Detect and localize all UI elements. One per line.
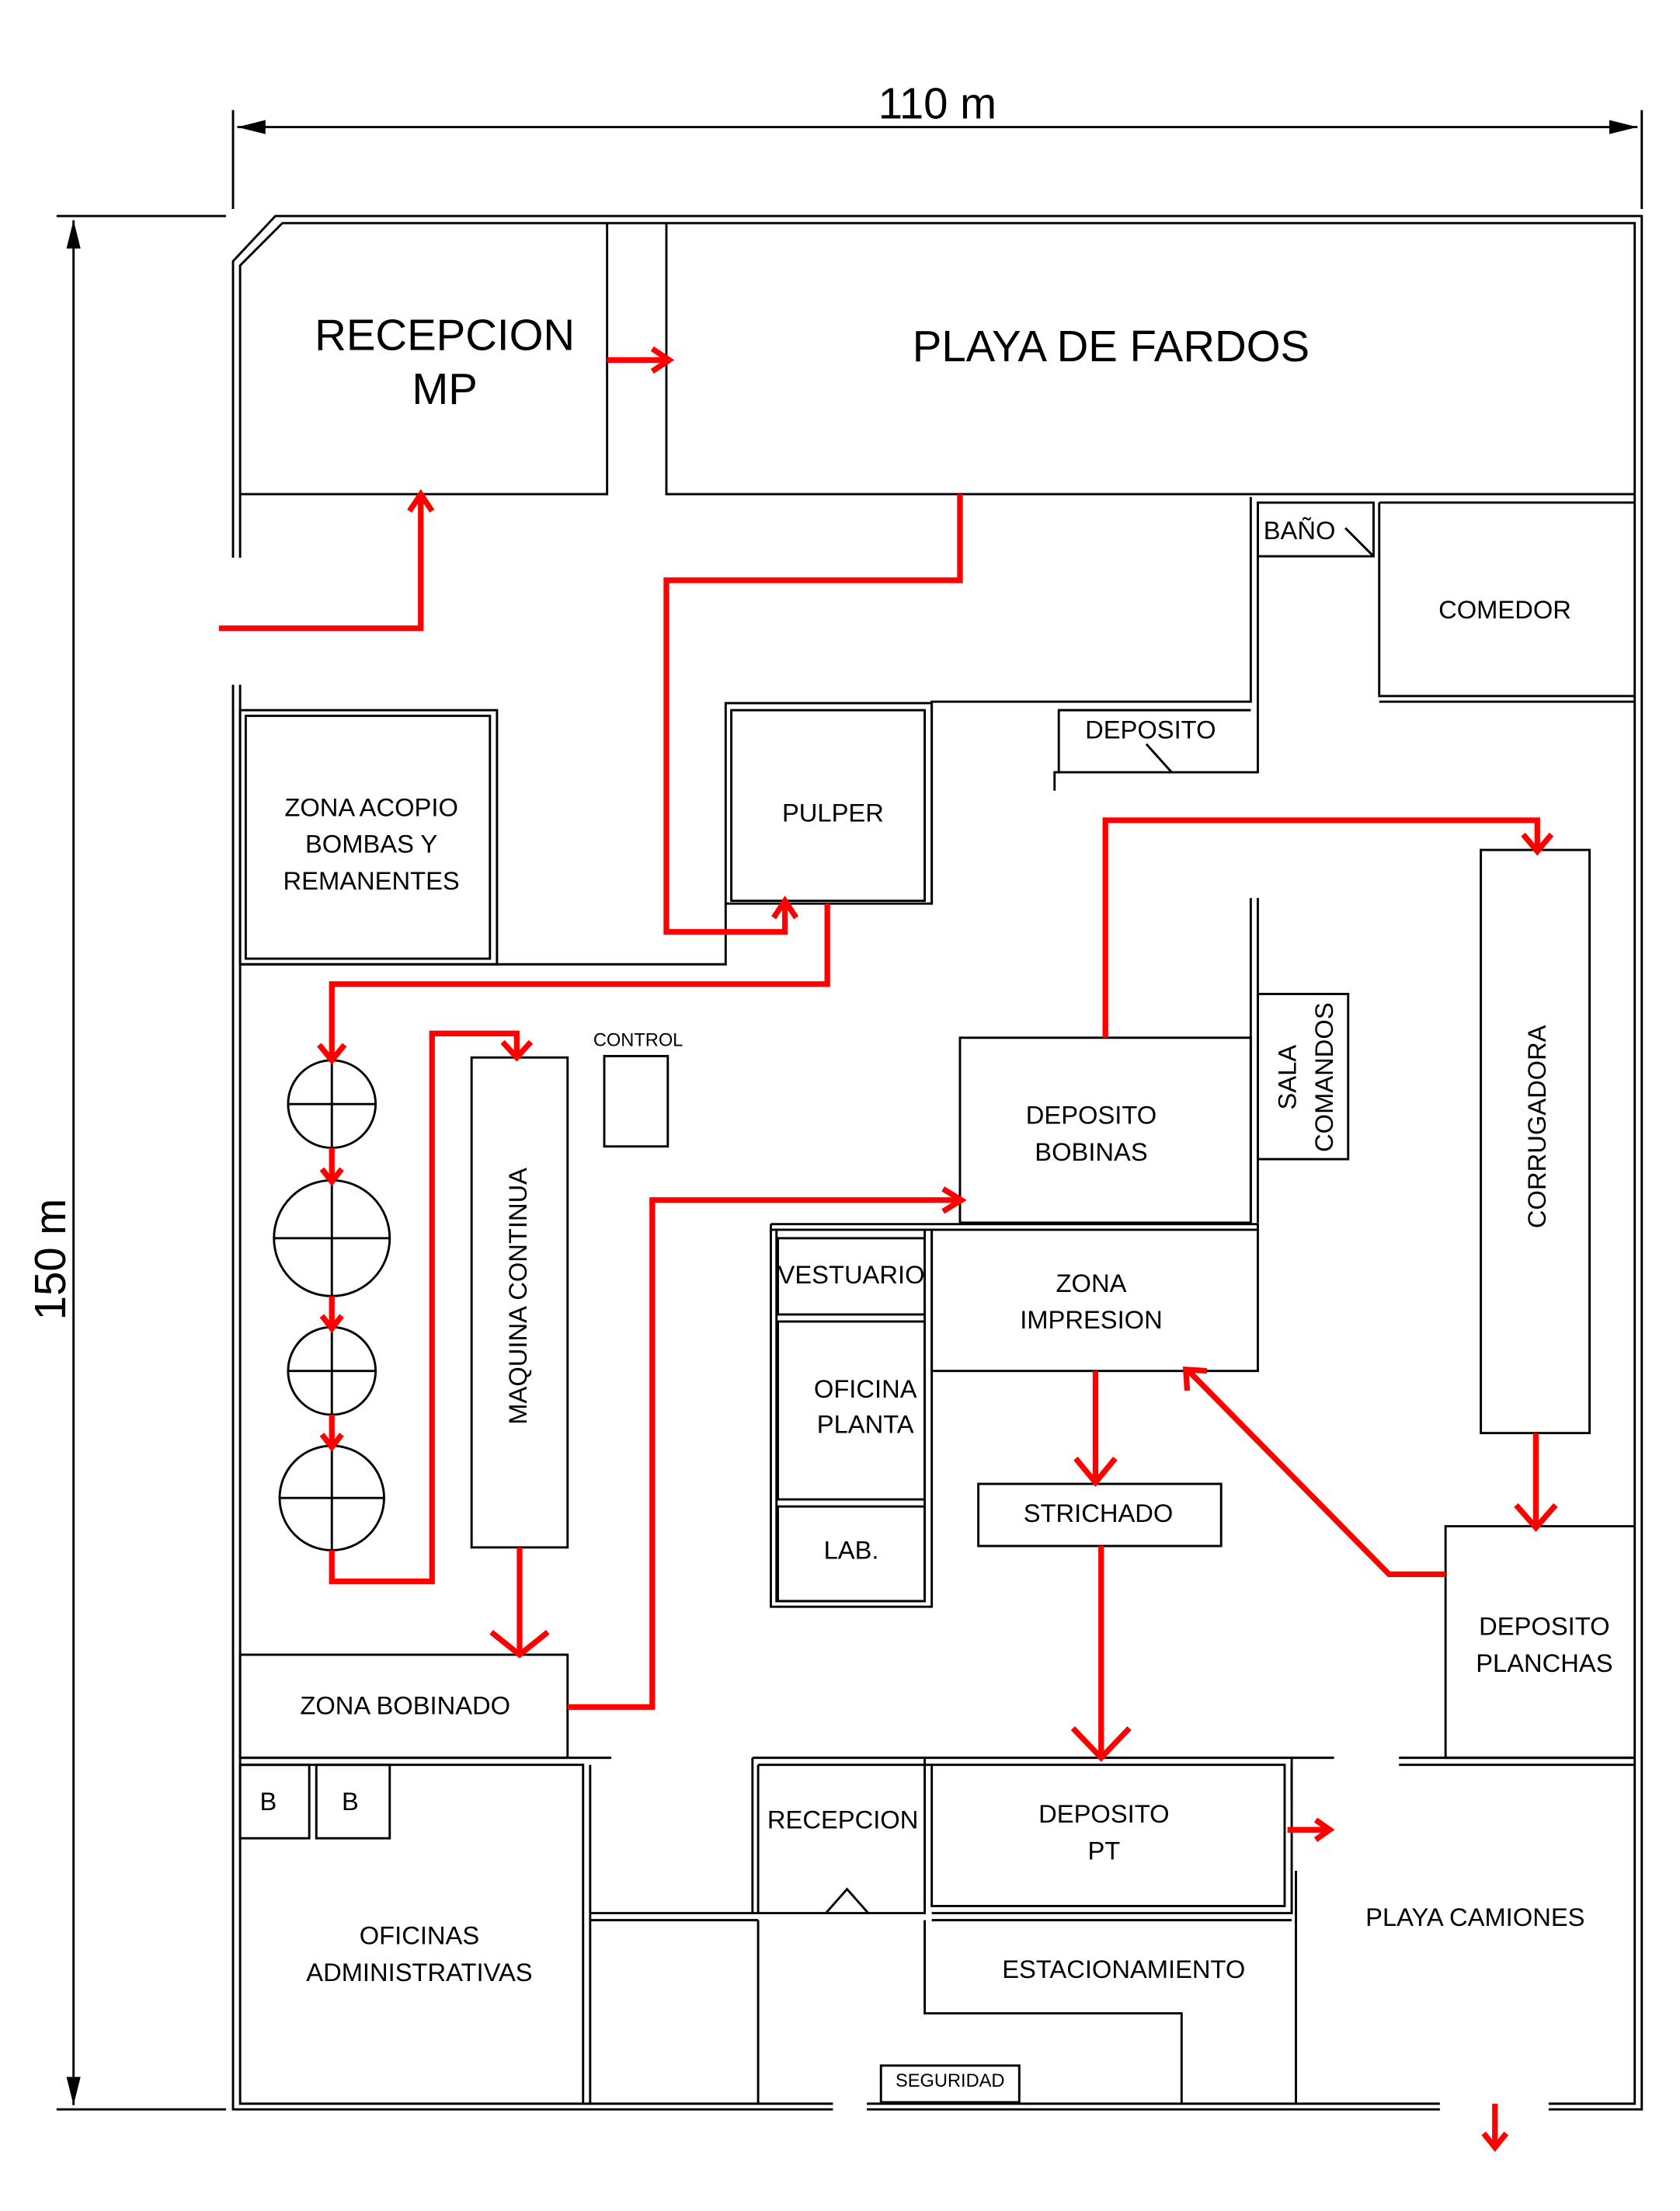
flow-arrow-entry: [218, 489, 435, 632]
width-dimension: 110 m: [231, 79, 1643, 209]
room-recepcion: RECEPCION: [590, 1757, 1293, 2104]
room-label: REMANENTES: [283, 866, 460, 895]
height-dimension: 150 m: [26, 214, 226, 2111]
flow-arrow-impresion-to-strichado: [1073, 1370, 1118, 1487]
room-zona-bobinado: ZONA BOBINADO: [238, 1653, 569, 1760]
room-label: VESTUARIO: [778, 1260, 925, 1289]
room-label: PLANTA: [817, 1410, 914, 1439]
room-label: ADMINISTRATIVAS: [306, 1958, 532, 1986]
flow-arrow-recepcion-to-playa: [607, 346, 675, 374]
room-label: DEPOSITO: [1085, 715, 1216, 743]
room-bano: BAÑO: [930, 496, 1375, 904]
flow-arrow-bobinado-to-deposito-bobinas: [567, 1186, 967, 1710]
flow-arrow-pt-to-playa: [1287, 1817, 1335, 1843]
room-label: DEPOSITO: [1038, 1799, 1169, 1828]
room-deposito-bobinas: DEPOSITO BOBINAS: [958, 897, 1259, 1224]
room-label: MP: [412, 364, 478, 413]
room-label: BOMBAS Y: [305, 830, 437, 858]
room-label: B: [260, 1787, 277, 1816]
room-comedor: COMEDOR: [1378, 501, 1635, 703]
flow-arrow-strichado-to-deposito-pt: [1070, 1546, 1132, 1762]
room-label: ZONA BOBINADO: [300, 1690, 510, 1719]
height-label: 150 m: [26, 1199, 75, 1321]
room-label: PLAYA DE FARDOS: [913, 322, 1310, 371]
flow-arrow-tanks-to-maquina: [329, 1030, 534, 1585]
room-label: SEGURIDAD: [896, 2071, 1004, 2091]
room-deposito-planchas: DEPOSITO PLANCHAS: [1444, 1525, 1635, 1760]
room-zona-impresion: ZONA IMPRESION: [770, 1223, 1259, 1373]
room-label: ESTACIONAMIENTO: [1002, 1955, 1245, 1983]
room-label: OFICINAS: [360, 1921, 479, 1950]
room-label: STRICHADO: [1024, 1499, 1174, 1527]
room-strichado: STRICHADO: [977, 1482, 1223, 1548]
room-sala-comandos: SALA COMANDOS: [1256, 992, 1350, 1161]
room-label: MAQUINA CONTINUA: [503, 1168, 532, 1425]
room-label: CORRUGADORA: [1522, 1025, 1551, 1228]
room-label: DEPOSITO: [1026, 1101, 1157, 1130]
room-estacionamiento: ESTACIONAMIENTO: [923, 1919, 1292, 2104]
room-label: B: [342, 1787, 359, 1816]
flow-arrow-pulper-to-tanks: [317, 904, 830, 1065]
room-oficinas-administrativas: B B OFICINAS ADMINISTRATIVAS: [238, 1757, 612, 2104]
rooms-vestuario-oficina-lab: VESTUARIO OFICINA PLANTA LAB.: [769, 1224, 934, 1608]
room-label: PT: [1087, 1836, 1120, 1865]
control-booth: CONTROL: [593, 1031, 683, 1148]
machine-corrugadora: CORRUGADORA: [1480, 848, 1591, 1435]
room-label: CONTROL: [593, 1031, 683, 1051]
room-label: RECEPCION: [315, 311, 575, 360]
room-deposito: DEPOSITO: [1085, 715, 1216, 774]
room-label: COMANDOS: [1310, 1002, 1338, 1152]
room-seguridad: SEGURIDAD: [879, 2064, 1021, 2104]
room-label: DEPOSITO: [1479, 1612, 1609, 1641]
room-label: ZONA: [1056, 1269, 1127, 1297]
room-label: BAÑO: [1264, 516, 1336, 545]
room-zona-acopio: ZONA ACOPIO BOMBAS Y REMANENTES: [238, 709, 499, 966]
room-label: PULPER: [782, 799, 884, 827]
room-label: SALA: [1273, 1045, 1302, 1110]
room-label: COMEDOR: [1438, 595, 1571, 624]
room-recepcion-mp: RECEPCION MP: [240, 223, 609, 496]
room-label: PLANCHAS: [1476, 1649, 1612, 1677]
width-label: 110 m: [878, 79, 997, 128]
room-playa-camiones: PLAYA CAMIONES: [1295, 1871, 1584, 2104]
room-label: ZONA ACOPIO: [284, 792, 458, 821]
room-label: RECEPCION: [767, 1805, 918, 1833]
flow-arrow-playa-to-pulper: [663, 494, 963, 935]
room-label: LAB.: [824, 1535, 879, 1564]
machine-maquina-continua: MAQUINA CONTINUA: [470, 1056, 569, 1549]
flow-arrow-maquina-to-bobinado: [489, 1547, 550, 1659]
room-label: BOBINAS: [1035, 1137, 1147, 1166]
flow-arrow-corrugadora-to-planchas: [1514, 1433, 1558, 1532]
outer-walls: [231, 214, 1643, 2111]
process-flow-arrows: [218, 346, 1558, 2153]
flow-arrow-planchas-to-impresion: [1182, 1366, 1446, 1578]
room-label: PLAYA CAMIONES: [1365, 1903, 1584, 1931]
flow-arrow-exit: [1481, 2103, 1509, 2153]
flow-arrow-bobinas-to-corrugadora: [1102, 817, 1554, 1038]
room-label: OFICINA: [814, 1374, 917, 1403]
flow-arrow-tank-chain: [319, 1147, 344, 1452]
room-label: IMPRESION: [1020, 1305, 1163, 1334]
room-playa-de-fardos: PLAYA DE FARDOS: [665, 223, 1635, 496]
room-deposito-pt: DEPOSITO PT: [1038, 1757, 1635, 1865]
